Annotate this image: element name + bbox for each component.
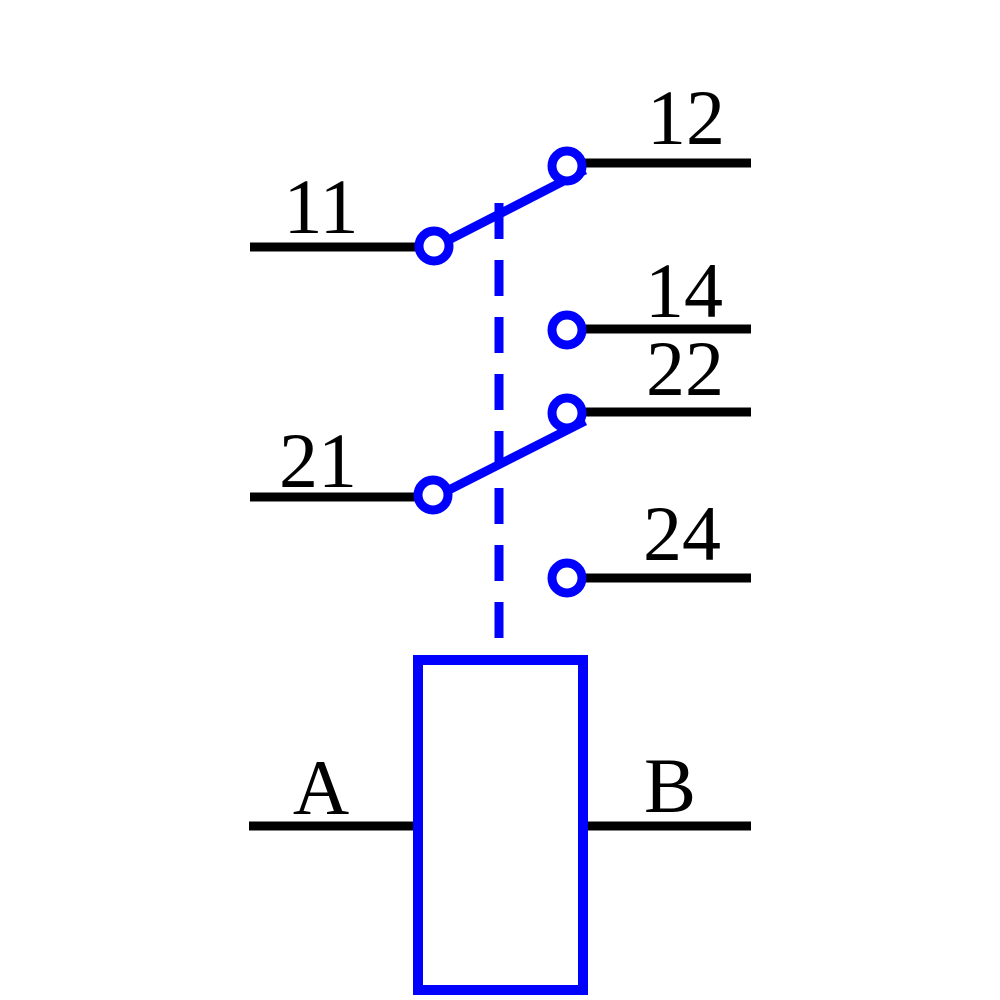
label-terminal-11: 11 [283, 163, 358, 250]
label-coil-b: B [644, 742, 696, 829]
wire-group [249, 158, 751, 831]
relay-coil-box [413, 655, 588, 995]
terminal-circle-14 [547, 310, 587, 350]
switch-arm-21-22 [432, 416, 588, 502]
terminal-circle-24 [547, 558, 587, 598]
terminal-circle-21 [413, 475, 453, 515]
label-terminal-22: 22 [646, 325, 724, 412]
label-terminal-24: 24 [643, 490, 721, 577]
terminal-circle-12 [547, 146, 587, 186]
terminal-circle-22 [547, 393, 587, 433]
label-group: 11 12 14 22 21 24 A B [279, 74, 725, 831]
label-terminal-12: 12 [647, 74, 725, 161]
contact-mechanism-group [413, 146, 588, 995]
terminal-circle-11 [414, 226, 454, 266]
label-terminal-21: 21 [279, 417, 357, 504]
label-terminal-14: 14 [645, 247, 723, 334]
label-coil-a: A [293, 744, 349, 831]
